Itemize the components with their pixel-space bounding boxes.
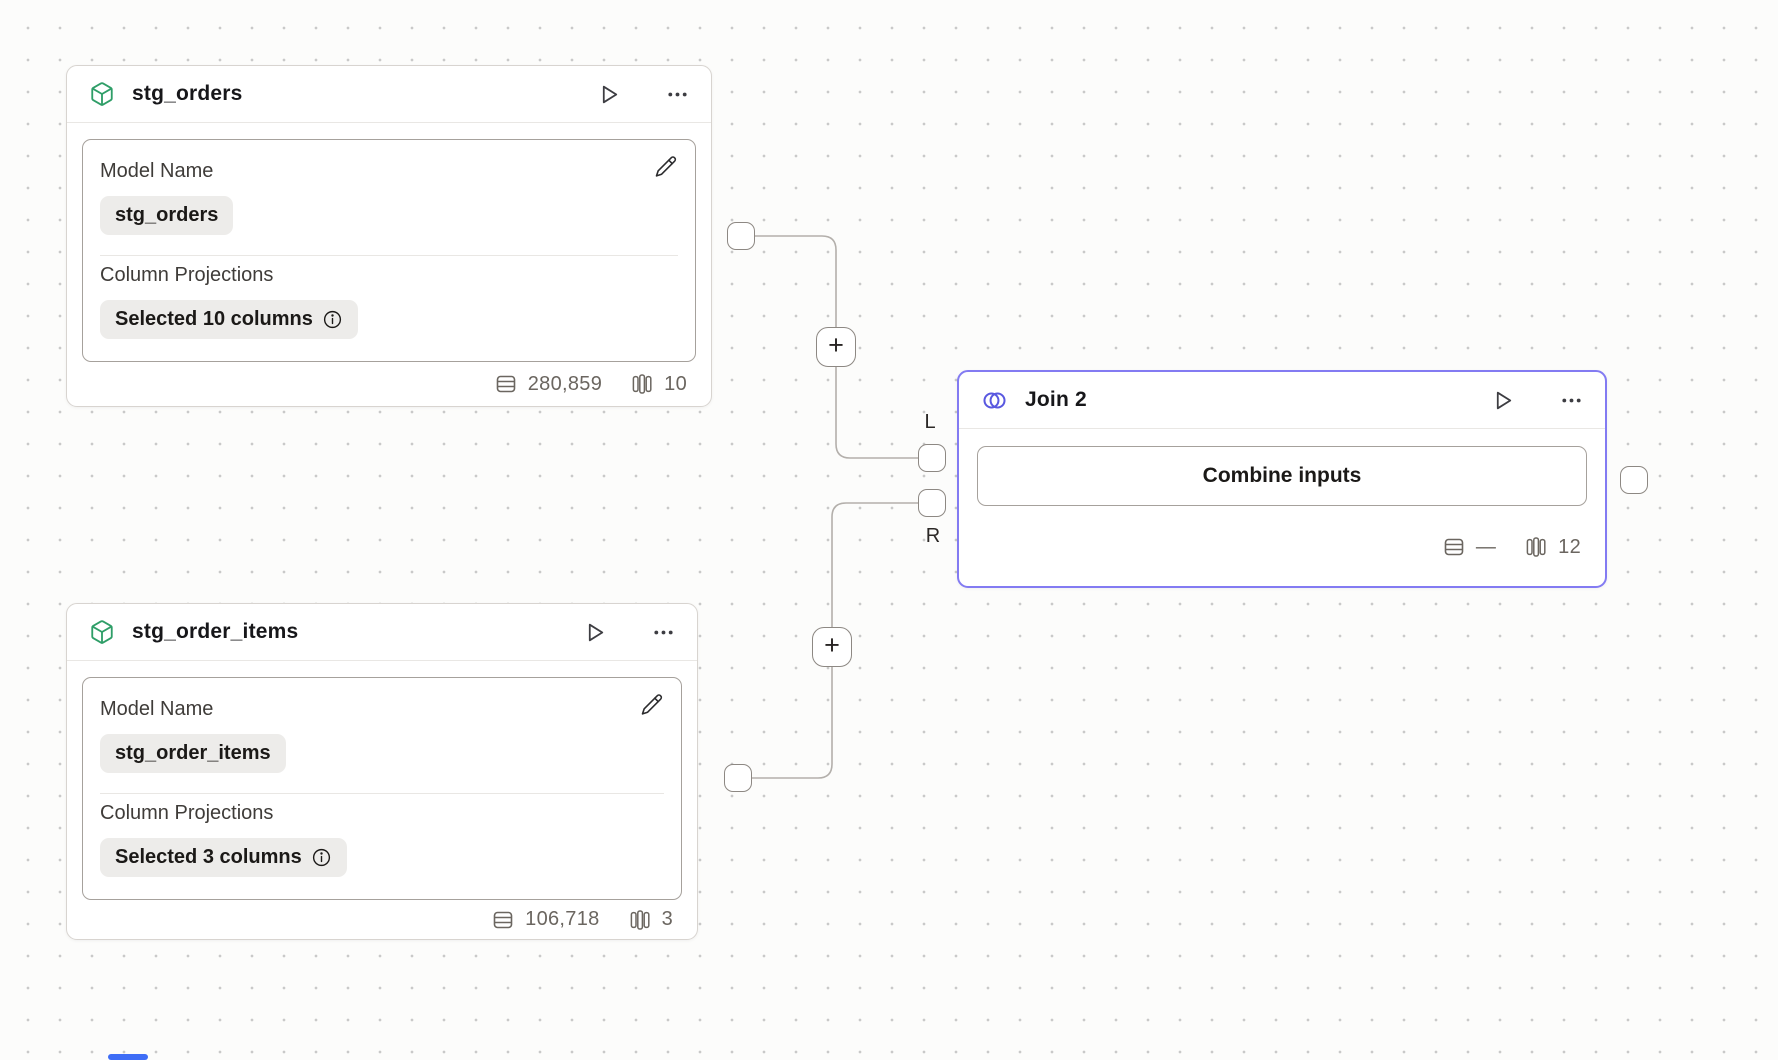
pencil-icon	[640, 693, 664, 717]
column-count-stat: 12	[1524, 535, 1581, 559]
more-options-button[interactable]	[1558, 387, 1585, 414]
node-join-2[interactable]: Join 2 Combine inputs — 12	[957, 370, 1607, 588]
run-button[interactable]	[595, 80, 624, 109]
node-config-card: Model Name stg_order_items Column Projec…	[82, 677, 682, 900]
model-name-text: stg_order_items	[115, 742, 271, 764]
column-count-value: 12	[1558, 535, 1581, 558]
table-columns-icon	[628, 908, 652, 932]
output-port-stg-orders[interactable]	[727, 222, 755, 250]
column-projections-value[interactable]: Selected 10 columns	[100, 300, 358, 339]
box-icon	[87, 79, 117, 109]
node-header: stg_orders	[67, 66, 711, 123]
info-icon[interactable]	[322, 309, 343, 330]
node-title: stg_orders	[132, 82, 243, 105]
column-projections-label: Column Projections	[100, 264, 274, 286]
ellipsis-icon	[666, 83, 689, 106]
combine-inputs-button[interactable]: Combine inputs	[977, 446, 1587, 506]
node-stats: 280,859 10	[67, 362, 711, 406]
run-button[interactable]	[1489, 386, 1518, 415]
box-icon	[87, 617, 117, 647]
node-title: Join 2	[1025, 388, 1087, 411]
play-icon	[597, 82, 622, 107]
row-count-value: 106,718	[525, 908, 600, 930]
info-icon[interactable]	[311, 847, 332, 868]
pencil-icon	[654, 155, 678, 179]
model-name-label: Model Name	[100, 698, 214, 720]
ellipsis-icon	[652, 621, 675, 644]
column-count-stat: 3	[628, 908, 673, 932]
row-count-stat: 106,718	[491, 908, 599, 932]
more-options-button[interactable]	[650, 619, 677, 646]
model-name-value: stg_order_items	[100, 734, 286, 773]
node-stats: — 12	[959, 508, 1605, 586]
column-count-stat: 10	[630, 372, 687, 396]
venn-circles-icon	[979, 385, 1010, 416]
table-rows-icon	[494, 372, 518, 396]
edit-button[interactable]	[638, 691, 666, 719]
model-name-value: stg_orders	[100, 196, 234, 235]
play-icon	[1491, 388, 1516, 413]
column-count-value: 3	[661, 908, 673, 930]
node-header: stg_order_items	[67, 604, 697, 661]
more-options-button[interactable]	[664, 81, 691, 108]
row-count-stat: 280,859	[494, 372, 602, 396]
output-port-join[interactable]	[1620, 466, 1648, 494]
join-node-body: Combine inputs	[959, 429, 1605, 508]
model-name-label: Model Name	[100, 160, 214, 182]
row-count-value: —	[1475, 535, 1497, 558]
model-name-text: stg_orders	[115, 204, 219, 226]
add-node-on-wire-button-top[interactable]: +	[816, 327, 856, 367]
divider	[100, 255, 678, 256]
divider	[100, 793, 664, 794]
ellipsis-icon	[1560, 389, 1583, 412]
column-projections-value[interactable]: Selected 3 columns	[100, 838, 347, 877]
column-projections-label: Column Projections	[100, 802, 274, 824]
column-count-value: 10	[664, 372, 687, 395]
table-rows-icon	[491, 908, 515, 932]
run-button[interactable]	[581, 618, 610, 647]
node-config-card: Model Name stg_orders Column Projections…	[82, 139, 696, 362]
node-title: stg_order_items	[132, 620, 299, 643]
add-node-on-wire-button-bottom[interactable]: +	[812, 627, 852, 667]
play-icon	[583, 620, 608, 645]
node-stg-order-items[interactable]: stg_order_items Model Name stg_order_ite…	[66, 603, 698, 940]
column-projections-text: Selected 3 columns	[115, 846, 302, 868]
row-count-value: 280,859	[527, 372, 603, 395]
node-stg-orders[interactable]: stg_orders Model Name stg_orders Column …	[66, 65, 712, 407]
table-columns-icon	[1524, 535, 1548, 559]
column-projections-text: Selected 10 columns	[115, 308, 313, 330]
node-header: Join 2	[959, 372, 1605, 429]
edit-button[interactable]	[652, 153, 680, 181]
join-left-input-port[interactable]	[918, 444, 946, 472]
table-columns-icon	[630, 372, 654, 396]
output-port-stg-order-items[interactable]	[724, 764, 752, 792]
table-rows-icon	[1442, 535, 1466, 559]
left-port-label: L	[924, 411, 936, 433]
row-count-stat: —	[1442, 535, 1496, 559]
plus-icon: +	[828, 330, 844, 360]
join-right-input-port[interactable]	[918, 489, 946, 517]
node-stats: 106,718 3	[67, 900, 697, 939]
horizontal-scrollbar[interactable]	[108, 1054, 148, 1060]
plus-icon: +	[824, 630, 840, 660]
right-port-label: R	[925, 525, 941, 547]
